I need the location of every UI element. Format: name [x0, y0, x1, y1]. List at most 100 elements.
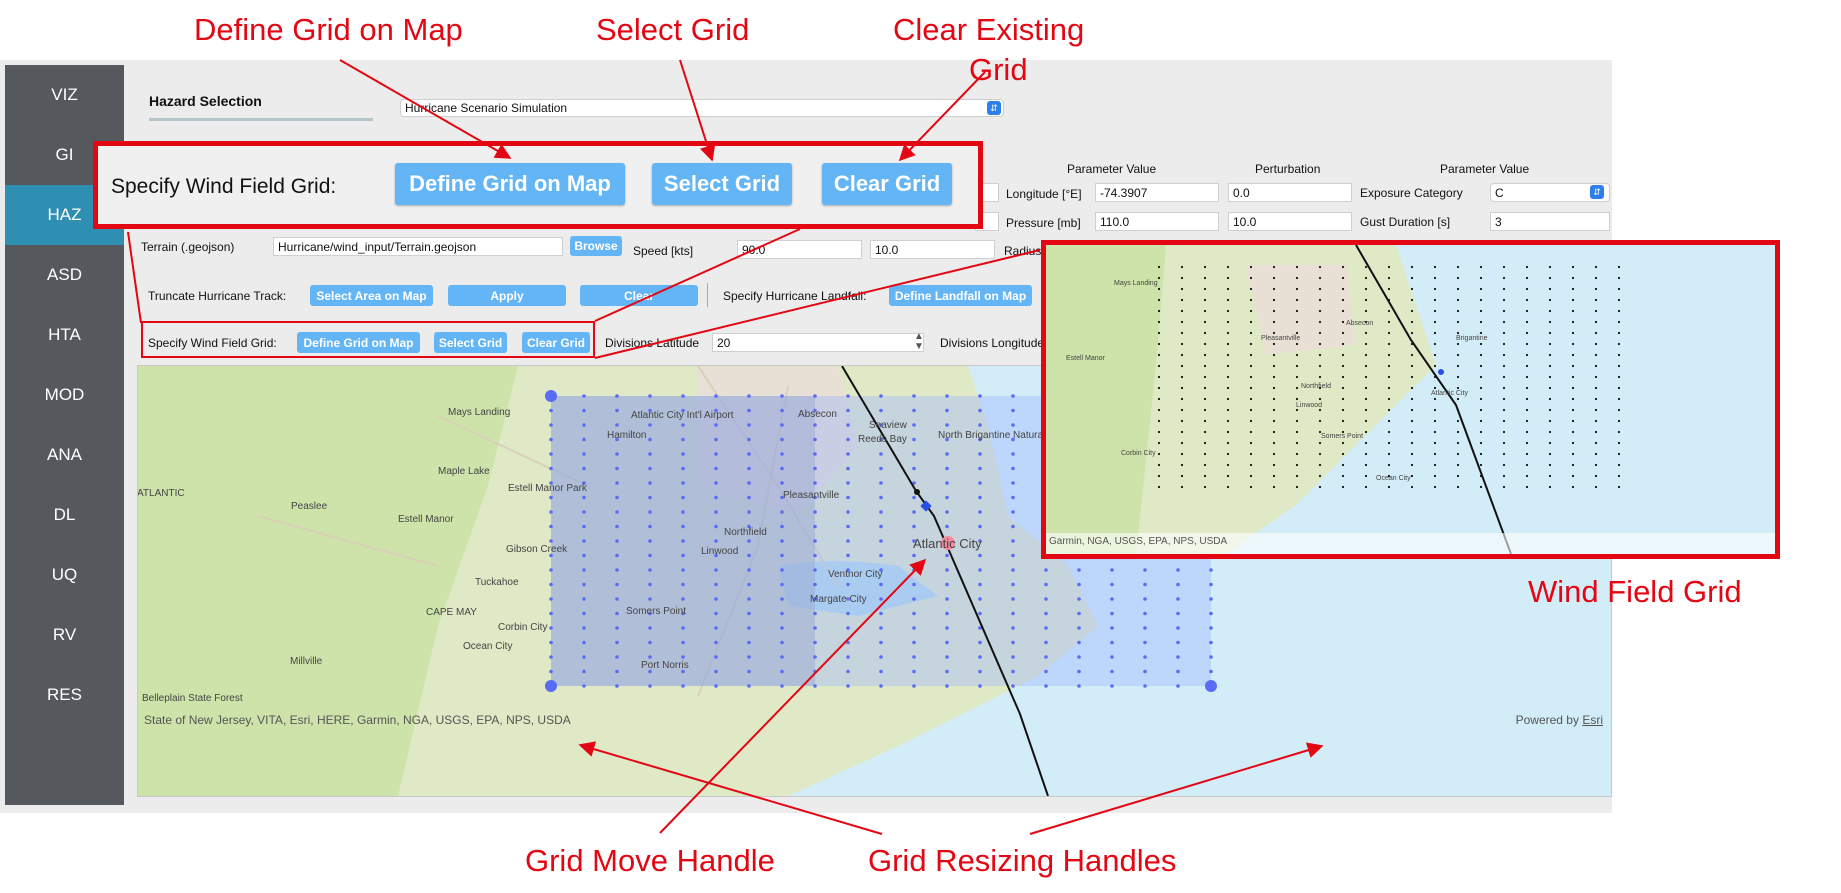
grid-point — [978, 394, 982, 398]
chevron-updown-icon[interactable]: ⇵ — [1590, 185, 1604, 199]
exposure-category-select[interactable]: C — [1490, 183, 1610, 202]
inset-grid-point — [1180, 298, 1184, 302]
grid-point — [1044, 597, 1048, 601]
grid-point — [780, 437, 784, 442]
speed-perturbation-field[interactable]: 10.0 — [870, 240, 995, 259]
inset-grid-point — [1387, 430, 1391, 434]
zoom-define-grid-button[interactable]: Define Grid on Map — [395, 163, 625, 205]
inset-grid-point — [1433, 265, 1437, 269]
inset-grid-point — [1295, 452, 1299, 456]
sidebar-item-viz[interactable]: VIZ — [51, 85, 78, 104]
inset-grid-point — [1341, 485, 1345, 489]
grid-point — [879, 423, 883, 427]
grid-point — [549, 597, 553, 601]
define-grid-button[interactable]: Define Grid on Map — [297, 332, 420, 353]
inset-grid-point — [1548, 320, 1552, 324]
browse-button[interactable]: Browse — [570, 236, 622, 256]
inset-grid-point — [1525, 320, 1529, 324]
inset-grid-point — [1387, 331, 1391, 335]
grid-point — [846, 510, 850, 514]
inset-grid-point — [1364, 408, 1368, 412]
stepper-icon[interactable]: ▲▼ — [914, 331, 924, 352]
grid-point — [681, 481, 685, 485]
inset-grid-point — [1502, 474, 1506, 478]
sidebar-item-dl[interactable]: DL — [53, 505, 76, 524]
inset-grid-point — [1341, 342, 1345, 346]
speed-field[interactable]: 90.0 — [737, 240, 862, 259]
grid-point — [615, 481, 619, 485]
grid-point — [846, 640, 850, 645]
inset-grid-point — [1318, 375, 1322, 379]
grid-point — [879, 524, 883, 529]
define-landfall-button[interactable]: Define Landfall on Map — [889, 285, 1032, 306]
sidebar-item-res[interactable]: RES — [47, 685, 82, 704]
select-grid-button[interactable]: Select Grid — [434, 332, 507, 353]
inset-grid-point — [1249, 298, 1253, 302]
inset-grid-point — [1249, 353, 1253, 357]
sidebar-item-uq[interactable]: UQ — [51, 565, 78, 584]
grid-point — [714, 640, 718, 645]
grid-row-highlight — [141, 321, 595, 358]
longitude-field[interactable]: -74.3907 — [1095, 183, 1219, 202]
inset-grid-point — [1548, 474, 1552, 478]
grid-point — [1011, 452, 1015, 456]
grid-point — [714, 437, 718, 442]
sidebar-item-gi[interactable]: GI — [55, 145, 74, 164]
longitude-perturbation-field[interactable]: 0.0 — [1228, 183, 1352, 202]
grid-point — [879, 640, 883, 645]
pressure-perturbation-field[interactable]: 10.0 — [1228, 212, 1352, 231]
grid-point — [582, 423, 586, 427]
param-value-header-2: Parameter Value — [1440, 162, 1530, 176]
inset-grid-point — [1548, 331, 1552, 335]
clear-grid-button[interactable]: Clear Grid — [522, 332, 590, 353]
gust-duration-field[interactable]: 3 — [1490, 212, 1610, 231]
grid-point — [648, 553, 652, 558]
pressure-field[interactable]: 110.0 — [1095, 212, 1219, 231]
grid-point — [615, 495, 619, 500]
inset-grid-point — [1548, 463, 1552, 467]
grid-resize-handle-bottom-left[interactable] — [545, 680, 557, 692]
grid-point — [846, 481, 850, 485]
sidebar-item-hta[interactable]: HTA — [48, 325, 81, 344]
grid-point — [945, 423, 949, 427]
grid-point — [648, 495, 652, 500]
sidebar-item-asd[interactable]: ASD — [47, 265, 82, 284]
grid-point — [1011, 553, 1015, 558]
grid-point — [780, 669, 784, 674]
esri-link[interactable]: Esri — [1582, 713, 1603, 727]
powered-by[interactable]: Powered by Esri — [1516, 713, 1603, 727]
inset-grid-point — [1180, 353, 1184, 357]
exposure-category-label: Exposure Category — [1360, 186, 1463, 200]
inset-grid-point — [1433, 320, 1437, 324]
inset-grid-point — [1318, 331, 1322, 335]
inset-grid-point — [1387, 441, 1391, 445]
grid-point — [945, 611, 949, 616]
grid-move-handle[interactable] — [941, 536, 955, 550]
divisions-latitude-field[interactable]: 20 — [712, 333, 924, 352]
select-area-button[interactable]: Select Area on Map — [310, 285, 433, 306]
zoom-select-grid-button[interactable]: Select Grid — [652, 163, 792, 205]
landfall-marker[interactable] — [920, 500, 932, 512]
hazard-select[interactable]: Hurricane Scenario Simulation — [400, 99, 1004, 117]
grid-point — [582, 539, 586, 543]
zoom-clear-grid-button[interactable]: Clear Grid — [822, 163, 952, 205]
grid-resize-handle-bottom-right[interactable] — [1205, 680, 1217, 692]
sidebar-item-mod[interactable]: MOD — [44, 385, 85, 404]
inset-grid-point — [1226, 342, 1230, 346]
inset-grid-point — [1410, 463, 1414, 467]
chevron-updown-icon[interactable]: ⇵ — [987, 101, 1001, 115]
grid-point — [714, 582, 718, 587]
clear-truncate-button[interactable]: Clear — [580, 285, 698, 306]
terrain-file-field[interactable]: Hurricane/wind_input/Terrain.geojson — [273, 237, 563, 256]
inset-grid-point — [1272, 419, 1276, 423]
inset-grid-point — [1617, 342, 1621, 346]
grid-point — [945, 524, 949, 529]
apply-button[interactable]: Apply — [448, 285, 566, 306]
grid-point — [648, 626, 652, 630]
grid-resize-handle-top-left[interactable] — [545, 390, 557, 402]
sidebar-item-rv[interactable]: RV — [52, 625, 77, 644]
inset-grid-point — [1525, 287, 1529, 291]
inset-grid-point — [1571, 364, 1575, 368]
sidebar-item-ana[interactable]: ANA — [47, 445, 82, 464]
grid-point — [747, 466, 751, 471]
